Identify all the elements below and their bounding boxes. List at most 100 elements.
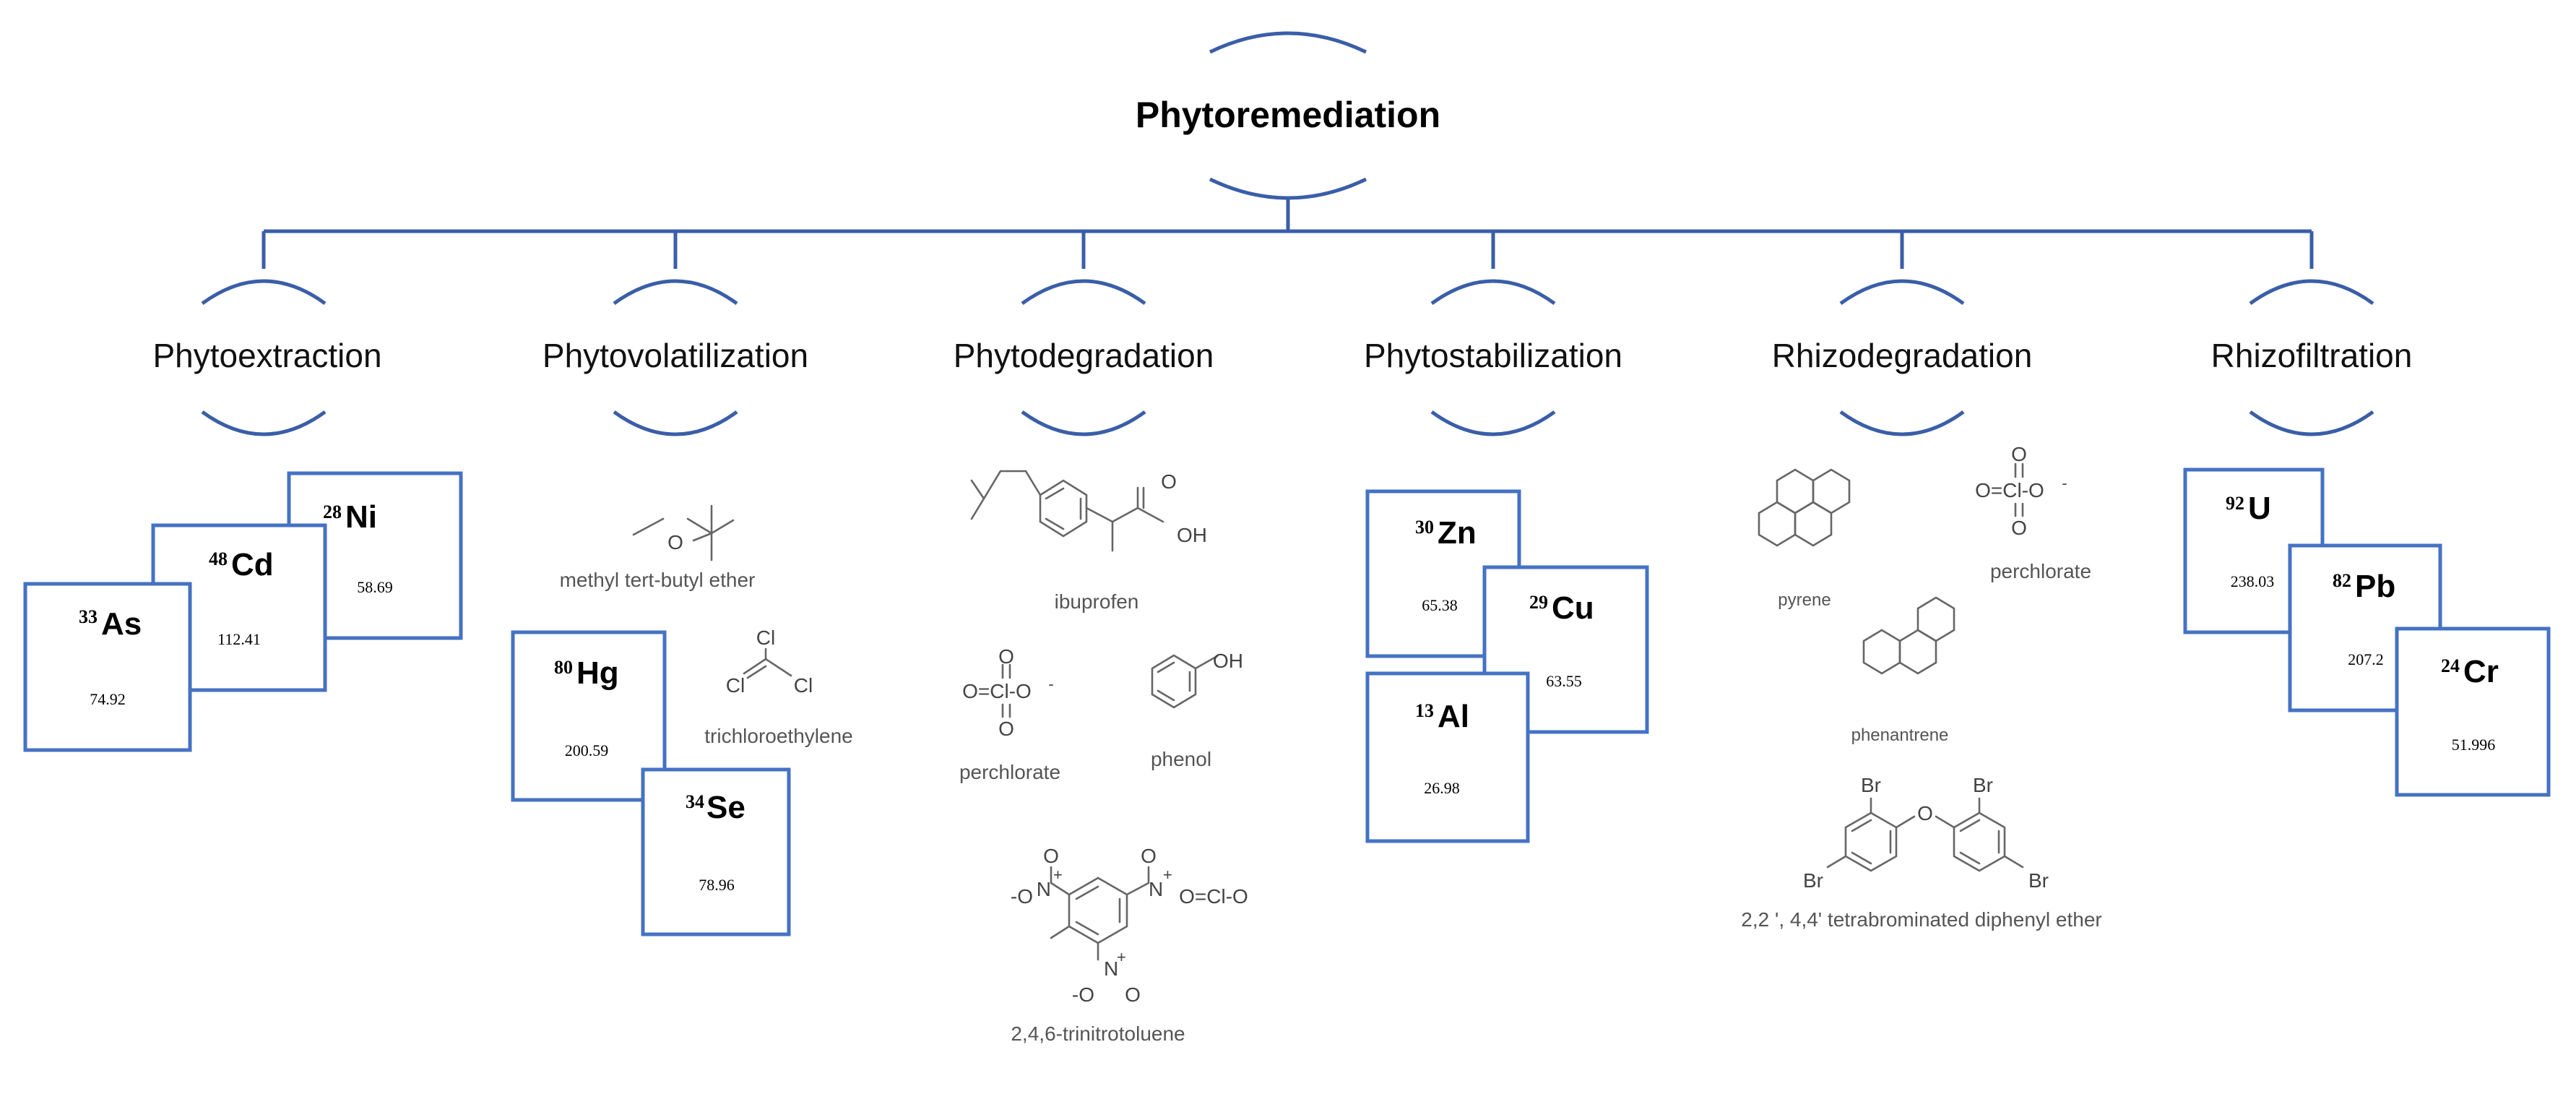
category-title: Phytostabilization (1364, 337, 1622, 374)
atomic-mass: 200.59 (565, 741, 609, 759)
element-symbol: Se (706, 790, 745, 825)
category-phytodegradation: Phytodegradation (954, 279, 1214, 436)
atomic-number: 24 (2441, 655, 2460, 676)
nitro-nitrogen: N (1104, 957, 1118, 980)
category-phytovolatilization: Phytovolatilization (543, 279, 808, 436)
nitro-oxygen: -O (1072, 983, 1094, 1006)
chlorine-atom: Cl (756, 626, 775, 649)
element-card-hg: 80 Hg 200.59 (511, 630, 667, 802)
category-title: Rhizofiltration (2211, 337, 2413, 374)
oxygen-atom: O (2011, 517, 2027, 539)
category-title: Phytovolatilization (543, 337, 808, 374)
element-symbol: Cu (1552, 590, 1594, 626)
atomic-mass: 58.69 (357, 578, 393, 596)
category-phytoextraction: Phytoextraction (152, 279, 382, 436)
compound-ibuprofen: O OH ibuprofen (970, 470, 1207, 613)
atomic-mass: 238.03 (2231, 572, 2275, 590)
oxygen-atom: O (998, 645, 1014, 668)
element-symbol: Cd (231, 547, 274, 582)
compound-mtbe: O methyl tert-butyl ether (560, 504, 756, 591)
hydroxyl-group: OH (1213, 650, 1243, 672)
atomic-number: 29 (1529, 592, 1548, 613)
compound-label: 2,4,6-trinitrotoluene (1011, 1022, 1185, 1045)
compound-label: ibuprofen (1055, 590, 1139, 613)
element-card-al: 13 Al 26.98 (1365, 671, 1530, 843)
compound-trichloroethylene: Cl Cl Cl trichloroethylene (704, 626, 852, 747)
charge-sign: + (1053, 866, 1063, 884)
oxygen-atom: O (1043, 845, 1059, 867)
atomic-mass: 63.55 (1546, 672, 1582, 690)
atomic-number: 33 (79, 606, 98, 627)
element-symbol: Al (1438, 699, 1469, 734)
chlorine-atom: Cl (726, 674, 745, 697)
compound-label: trichloroethylene (704, 725, 852, 747)
perchlorate-core: O=Cl-O (962, 680, 1032, 702)
category-rhizodegradation: Rhizodegradation (1772, 279, 2033, 436)
bromine-atom: Br (1861, 774, 1881, 796)
perchlorate-core: O=Cl-O (1975, 479, 2044, 501)
chlorine-atom: Cl (794, 674, 813, 697)
element-card-as: 33 As 74.92 (23, 582, 192, 752)
element-symbol: Pb (2355, 569, 2395, 604)
bromine-atom: Br (2028, 869, 2049, 892)
oxygen-atom: O (1917, 802, 1933, 824)
atomic-mass: 26.98 (1424, 779, 1460, 797)
nitro-oxygen: -O (1011, 885, 1033, 908)
atomic-mass: 51.996 (2452, 736, 2496, 754)
atomic-mass: 78.96 (699, 876, 735, 894)
oxygen-atom: O (667, 531, 683, 554)
atomic-mass: 207.2 (2348, 650, 2384, 668)
charge-sign: - (1048, 675, 1053, 693)
category-title: Phytoextraction (152, 337, 381, 374)
compound-label: pyrene (1778, 590, 1831, 610)
oxygen-atom: O (1141, 845, 1157, 867)
nitro-nitrogen: N (1149, 878, 1163, 900)
charge-sign: - (2062, 474, 2067, 492)
oxygen-atom: O (2011, 443, 2027, 465)
category-rhizofiltration: Rhizofiltration (2211, 279, 2413, 436)
category-title: Phytodegradation (954, 337, 1214, 374)
root-title: Phytoremediation (1136, 95, 1440, 135)
compound-tetrabromodiphenyl-ether: Br Br O Br Br 2,2 ', 4,4' tetrabrominate… (1741, 774, 2101, 931)
atomic-number: 48 (209, 548, 228, 569)
compound-label: phenol (1151, 748, 1211, 770)
oxygen-atom: O (998, 718, 1014, 740)
bromine-atom: Br (1973, 774, 1993, 796)
element-symbol: U (2248, 491, 2271, 526)
compound-label: 2,2 ', 4,4' tetrabrominated diphenyl eth… (1741, 908, 2101, 931)
element-symbol: Cr (2463, 654, 2499, 689)
oxygen-atom: O (1125, 983, 1141, 1006)
atomic-number: 28 (323, 501, 342, 522)
nitro-nitrogen: N (1037, 878, 1051, 900)
compound-perchlorate-1: O O=Cl-O - O perchlorate (959, 645, 1060, 783)
compound-phenantrene: phenantrene (1851, 596, 1955, 745)
atomic-number: 34 (686, 791, 704, 812)
charge-sign: + (1117, 948, 1126, 966)
element-symbol: Ni (345, 499, 377, 535)
nitro-oxygen: O=Cl-O (1179, 885, 1248, 908)
element-symbol: Zn (1438, 515, 1477, 551)
element-card-se: 34 Se 78.96 (641, 767, 791, 936)
bromine-atom: Br (1803, 869, 1823, 892)
atomic-number: 92 (2226, 493, 2244, 514)
atomic-mass: 74.92 (90, 690, 126, 708)
category-phytostabilization: Phytostabilization (1364, 279, 1622, 436)
element-symbol: Hg (576, 655, 619, 691)
tree-connectors (262, 197, 2314, 269)
charge-sign: + (1163, 866, 1172, 884)
compound-perchlorate-2: O O=Cl-O - O perchlorate (1975, 443, 2091, 582)
category-title: Rhizodegradation (1772, 337, 2033, 374)
compound-tnt: O N + -O O N + O=Cl-O N + -O O 2,4,6-tri… (1011, 845, 1248, 1045)
hydroxyl-group: OH (1177, 524, 1207, 546)
compound-label: methyl tert-butyl ether (560, 569, 756, 591)
atomic-number: 80 (554, 657, 573, 678)
compound-pyrene: pyrene (1758, 468, 1851, 610)
atomic-mass: 112.41 (217, 630, 261, 648)
oxygen-atom: O (1161, 470, 1177, 493)
element-symbol: As (101, 606, 142, 642)
atomic-number: 82 (2333, 570, 2351, 591)
element-card-cr: 24 Cr 51.996 (2395, 626, 2551, 797)
atomic-number: 13 (1415, 700, 1434, 721)
atomic-mass: 65.38 (1422, 596, 1458, 614)
